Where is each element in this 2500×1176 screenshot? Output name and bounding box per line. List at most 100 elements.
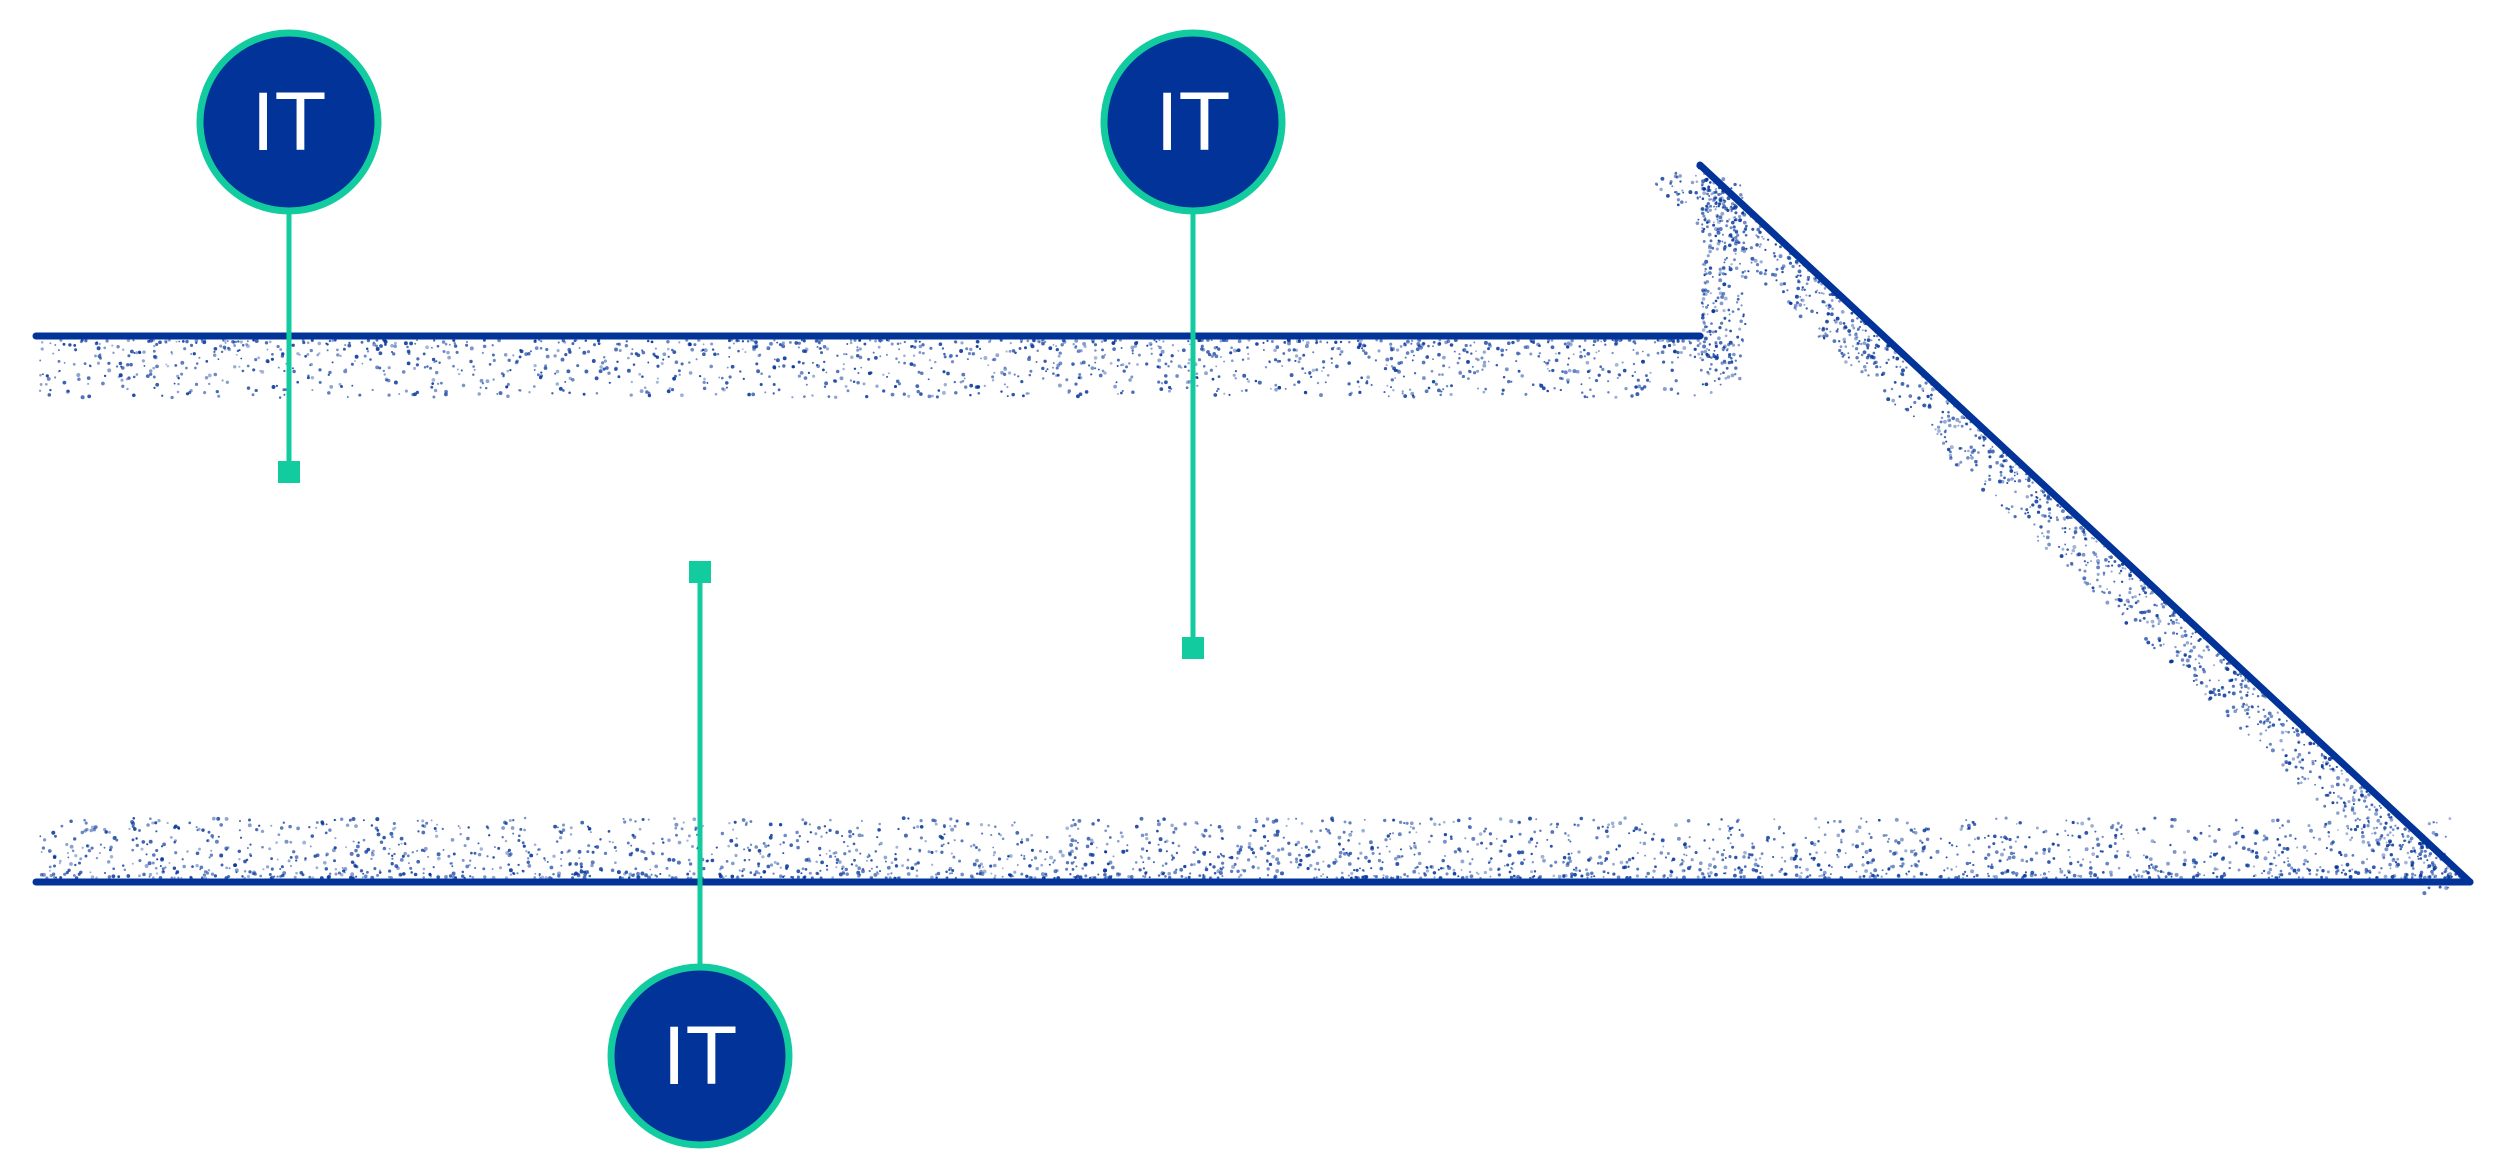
stipple-dot (546, 860, 549, 863)
stipple-dot (2046, 530, 2051, 534)
stipple-dot (1212, 865, 1216, 869)
stipple-dot (660, 852, 664, 856)
stipple-dot (1929, 397, 1932, 400)
stipple-dot (1690, 858, 1694, 862)
stipple-dot (1642, 385, 1647, 389)
stipple-dot (1361, 828, 1365, 833)
stipple-dot (1518, 821, 1521, 824)
stipple-dot (413, 872, 418, 877)
stipple-dot (243, 859, 247, 864)
stipple-dot (2220, 686, 2225, 690)
stipple-dot (2287, 863, 2291, 867)
stipple-dot (131, 848, 135, 852)
stipple-dot (1342, 851, 1347, 856)
stipple-dot (915, 869, 919, 872)
stipple-dot (133, 352, 136, 354)
stipple-dot (549, 865, 554, 870)
stipple-dot (89, 364, 92, 368)
stipple-dot (1044, 872, 1048, 876)
stipple-dot (1247, 380, 1250, 383)
stipple-dot (1948, 841, 1951, 845)
stipple-dot (1607, 391, 1610, 394)
stipple-dot (850, 355, 854, 360)
stipple-dot (1676, 836, 1681, 841)
stipple-dot (291, 343, 295, 347)
stipple-dot (1599, 861, 1604, 866)
stipple-dot (536, 373, 540, 377)
stipple-dot (1345, 851, 1348, 854)
stipple-dot (1573, 872, 1577, 877)
stipple-dot (941, 347, 945, 350)
stipple-dot (1881, 869, 1884, 872)
stipple-dot (195, 851, 200, 856)
stipple-dot (746, 339, 750, 343)
stipple-dot (209, 853, 214, 857)
stipple-dot (117, 375, 121, 379)
stipple-dot (2179, 626, 2183, 630)
stipple-dot (1949, 445, 1954, 450)
stipple-dot (803, 822, 807, 826)
stipple-dot (158, 340, 162, 345)
stipple-dot (107, 361, 111, 365)
stipple-dot (2385, 844, 2390, 848)
stipple-dot (2410, 872, 2415, 876)
stipple-dot (2384, 847, 2389, 852)
stipple-dot (1498, 849, 1502, 853)
stipple-dot (1389, 838, 1392, 841)
stipple-dot (1670, 368, 1674, 373)
stipple-dot (304, 354, 307, 358)
stipple-dot (1919, 871, 1924, 876)
stipple-dot (1820, 292, 1823, 295)
stipple-dot (1382, 874, 1385, 877)
stipple-dot (2217, 827, 2221, 832)
stipple-dot (1190, 863, 1194, 867)
stipple-dot (503, 352, 508, 357)
stipple-dot (1328, 831, 1332, 835)
stipple-dot (952, 855, 956, 859)
stipple-dot (2315, 873, 2318, 876)
stipple-dot (1348, 392, 1352, 397)
stipple-dot (711, 348, 715, 351)
stipple-dot (1210, 354, 1214, 358)
stipple-dot (1516, 338, 1520, 343)
stipple-dot (1458, 849, 1462, 853)
stipple-dot (273, 875, 276, 878)
stipple-dot (2027, 484, 2031, 488)
stipple-dot (2118, 594, 2122, 597)
stipple-dot (1958, 420, 1961, 424)
stipple-dot (293, 875, 297, 879)
stipple-dot (1358, 385, 1361, 388)
stipple-dot (974, 846, 978, 849)
stipple-dot (2096, 843, 2101, 847)
stipple-dot (1158, 848, 1163, 853)
stipple-dot (2427, 822, 2431, 826)
stipple-dot (1247, 352, 1250, 355)
stipple-dot (1391, 876, 1395, 880)
stipple-dot (1557, 351, 1561, 355)
stipple-dot (817, 826, 821, 830)
stipple-dot (890, 392, 895, 397)
stipple-dot (1607, 823, 1610, 827)
stipple-dot (1678, 174, 1682, 178)
stipple-dot (1547, 338, 1551, 342)
stipple-dot (1815, 311, 1819, 314)
stipple-dot (1024, 346, 1027, 350)
stipple-dot (2024, 871, 2027, 874)
stipple-dot (1800, 871, 1803, 875)
stipple-dot (895, 845, 899, 849)
stipple-dot (2151, 643, 2154, 647)
stipple-dot (1719, 372, 1722, 375)
stipple-dot (2275, 864, 2277, 867)
stipple-dot (993, 851, 997, 854)
stipple-dot (1604, 343, 1607, 346)
stipple-dot (718, 376, 721, 379)
stipple-dot (1509, 875, 1513, 880)
stipple-dot (2327, 831, 2330, 834)
stipple-dot (1487, 342, 1492, 346)
stipple-dot (486, 855, 489, 858)
stipple-dot (1168, 875, 1172, 880)
stipple-dot (1586, 876, 1589, 879)
stipple-dot (1458, 371, 1462, 376)
stipple-dot (270, 824, 273, 827)
stipple-dot (456, 368, 459, 371)
